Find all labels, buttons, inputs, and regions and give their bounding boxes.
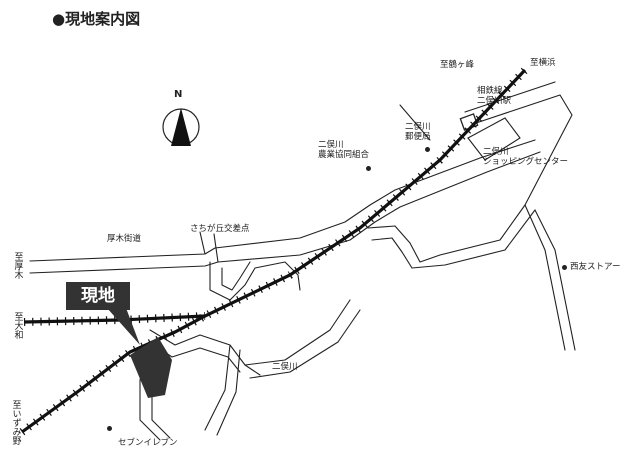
seiyu-dot: [562, 265, 567, 270]
shopping-center-building: [467, 117, 521, 161]
label-post-office: 二俣川 郵便局: [405, 122, 431, 143]
post-office-dot: [425, 147, 430, 152]
label-agri-coop: 二俣川 農業協同組合: [318, 140, 370, 161]
label-shopping-center: 二俣川 ショッピングセンター: [483, 147, 569, 168]
label-seiyu-store: 西友ストアー: [570, 262, 621, 272]
road-southwest: [149, 329, 261, 376]
road-futamatagawa: [244, 299, 351, 366]
label-seven-eleven: セブンイレブン: [118, 438, 178, 448]
road-station: [469, 94, 573, 206]
label-futamatagawa: 二俣川: [272, 362, 298, 372]
label-to-atsugi: 至厚木: [12, 252, 23, 279]
road-seiyu: [524, 204, 566, 351]
label-to-tsurugamine: 至鶴ヶ峰: [440, 60, 475, 70]
label-atsugi-kaido: 厚木街道: [107, 234, 142, 244]
road-east: [367, 204, 526, 263]
site-label: 現地: [66, 282, 130, 310]
compass-icon: [162, 108, 200, 146]
label-sachigaoka-intersection: さちが丘交差点: [190, 224, 250, 234]
seven-eleven-dot: [107, 426, 112, 431]
road-sachigaoka: [199, 231, 206, 255]
road-loop: [209, 261, 301, 301]
label-sotetsu-station: 相鉄線 二俣川駅: [477, 86, 512, 107]
site-pointer: [107, 308, 140, 345]
north-label: N: [174, 89, 183, 100]
label-to-yamato: 至大和: [12, 312, 23, 339]
label-to-yokohama: 至横浜: [530, 58, 556, 68]
agri-coop-dot: [366, 166, 371, 171]
railway-sotetsu: [19, 67, 528, 436]
road-south: [204, 344, 231, 431]
label-to-izumino: 至いずみ野: [10, 400, 21, 445]
site-area: [130, 337, 172, 398]
road-north: [399, 104, 431, 141]
road-atsugi-kaido: [29, 139, 536, 262]
map-title: ●現地案内図: [52, 10, 141, 28]
